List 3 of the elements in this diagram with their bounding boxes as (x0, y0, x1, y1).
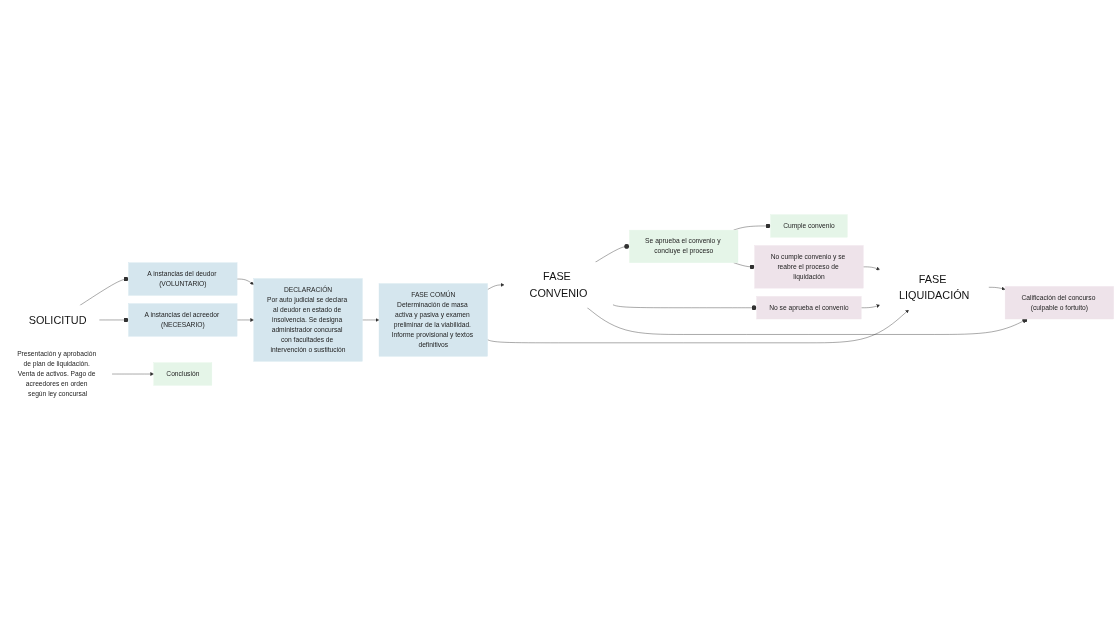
node-text: SOLICITUD (28, 313, 87, 327)
node-text: FASE CONVENIO (529, 270, 588, 300)
node-text: FASE LIQUIDACIÓN (898, 272, 970, 302)
